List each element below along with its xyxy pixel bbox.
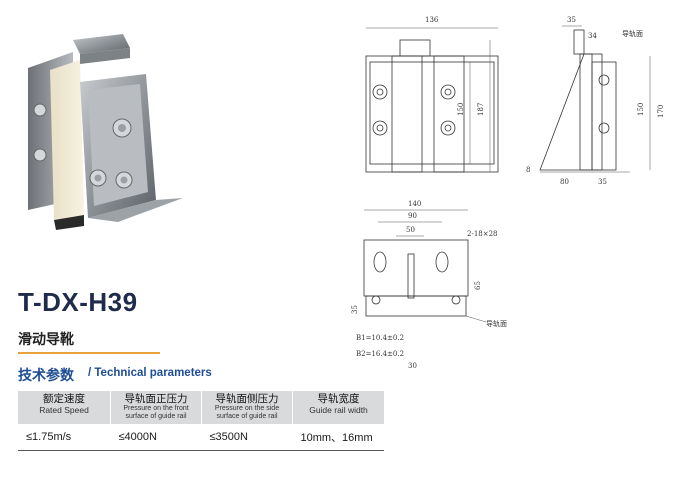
dim-top-b1: B1=10.4±0.2: [356, 334, 404, 342]
col-cn: 导轨面正压力: [124, 393, 188, 405]
dim-side-small: 8: [526, 166, 530, 174]
product-name: 滑动导靴: [18, 332, 74, 348]
dim-top-h35: 35: [351, 305, 359, 314]
params-heading: 技术参数: [18, 368, 74, 384]
divider: [18, 352, 160, 354]
product-photo: [28, 34, 183, 230]
table-header-row: 额定速度 Rated Speed 导轨面正压力 Pressure on the …: [18, 391, 384, 424]
col-rated-speed: 额定速度 Rated Speed: [18, 391, 111, 424]
dim-side-top: 35: [567, 16, 576, 24]
dim-top-depth: 65: [474, 281, 482, 290]
dim-top-holes: 2-18×28: [467, 230, 498, 238]
cell-side-pressure: ≤3500N: [209, 431, 248, 443]
col-cn: 额定速度: [43, 393, 85, 405]
top-view-drawing: 140 90 50 2-18×28 65 35 B1=10.4±0.2 B2=1…: [351, 200, 507, 370]
cell-rail-width: 10mm、16mm: [300, 432, 373, 444]
dim-front-h150: 150: [457, 103, 465, 116]
col-en: Pressure on the side surface of guide ra…: [214, 405, 280, 420]
dim-front-h187: 187: [477, 103, 485, 116]
dim-side-offset: 34: [588, 32, 597, 40]
side-rail-label: 导轨面: [622, 29, 643, 38]
dim-top-w50: 50: [406, 226, 415, 234]
dim-top-w90: 90: [408, 212, 417, 220]
col-side-pressure: 导轨面侧压力 Pressure on the side surface of g…: [201, 391, 293, 424]
dim-side-h170: 170: [657, 105, 665, 118]
col-front-pressure: 导轨面正压力 Pressure on the front surface of …: [110, 391, 202, 424]
col-cn: 导轨面侧压力: [215, 393, 279, 405]
col-rail-width: 导轨宽度 Guide rail width: [292, 391, 384, 424]
front-view-drawing: 136 150 187: [365, 16, 499, 173]
table-row: ≤1.75m/s ≤4000N ≤3500N 10mm、16mm: [18, 424, 384, 445]
dim-front-width: 136: [425, 16, 439, 24]
table-bottom-rule: [18, 450, 384, 451]
dim-top-b2: B2=16.4±0.2: [356, 350, 404, 358]
cell-front-pressure: ≤4000N: [118, 431, 157, 443]
top-rail-label: 导轨面: [486, 319, 507, 328]
dim-side-right: 35: [598, 178, 607, 186]
dim-top-w140: 140: [408, 200, 421, 208]
params-heading-en: / Technical parameters: [88, 367, 212, 379]
col-cn: 导轨宽度: [317, 393, 360, 405]
col-en: Rated Speed: [39, 405, 89, 415]
col-en: Guide rail width: [309, 405, 368, 415]
model-title: T-DX-H39: [18, 287, 138, 317]
side-view-drawing: 35 34 导轨面 150 170 80 35 8: [526, 16, 665, 186]
dim-top-slot: 30: [408, 362, 417, 370]
dim-side-h150: 150: [637, 103, 645, 116]
params-table: 额定速度 Rated Speed 导轨面正压力 Pressure on the …: [18, 391, 384, 445]
technical-drawings: 136 150 187 35 34 导轨面 150 170 80 35 8: [351, 16, 665, 370]
col-en: Pressure on the front surface of guide r…: [123, 405, 189, 420]
cell-rated-speed: ≤1.75m/s: [26, 431, 72, 443]
dim-side-base: 80: [560, 178, 569, 186]
